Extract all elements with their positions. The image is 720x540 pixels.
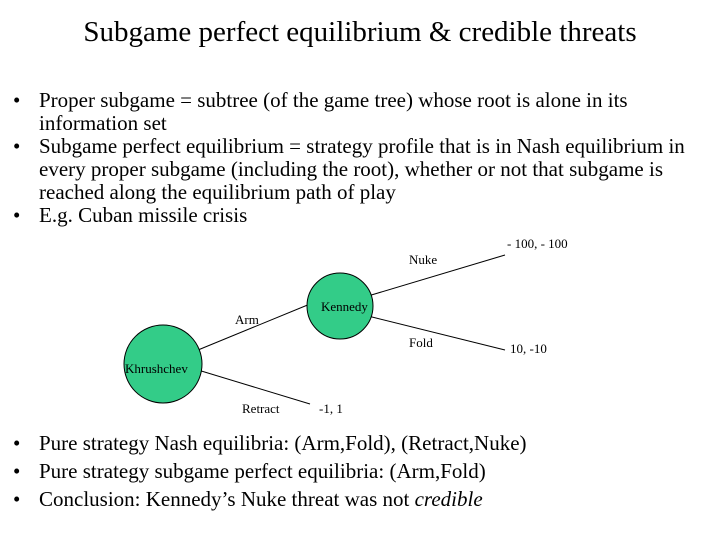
bullet-text: Conclusion: Kennedy’s Nuke threat was no… [39, 487, 415, 511]
top-bullet-list: • Proper subgame = subtree (of the game … [0, 89, 720, 227]
payoff-nuke: - 100, - 100 [507, 236, 568, 251]
bullet-spe-definition: • Subgame perfect equilibrium = strategy… [0, 135, 720, 204]
bullet-text: Pure strategy Nash equilibria: (Arm,Fold… [39, 431, 527, 455]
edge-fold [367, 315, 506, 351]
slide-title: Subgame perfect equilibrium & credible t… [83, 16, 637, 48]
bullet-text: Subgame perfect equilibrium = strategy p… [39, 134, 685, 204]
action-fold-label: Fold [409, 335, 433, 350]
edge-arm [197, 303, 311, 351]
bullet-marker: • [13, 134, 21, 158]
action-retract-label: Retract [242, 401, 280, 416]
bullet-spe-result: • Pure strategy subgame perfect equilibr… [0, 460, 720, 483]
bullet-text: Pure strategy subgame perfect equilibria… [39, 459, 486, 483]
bullet-text: Proper subgame = subtree (of the game tr… [39, 88, 628, 135]
bullet-marker: • [13, 203, 21, 227]
bullet-example: • E.g. Cuban missile crisis [0, 204, 720, 227]
bullet-conclusion: • Conclusion: Kennedy’s Nuke threat was … [0, 488, 720, 511]
bullet-marker: • [13, 459, 21, 483]
bullet-marker: • [13, 88, 21, 112]
payoff-fold: 10, -10 [510, 341, 547, 356]
bullet-marker: • [13, 431, 21, 455]
edge-nuke [367, 254, 506, 297]
credible-emphasis: credible [414, 487, 483, 511]
bottom-bullet-list: • Pure strategy Nash equilibria: (Arm,Fo… [0, 432, 720, 516]
action-nuke-label: Nuke [409, 252, 437, 267]
bullet-text: E.g. Cuban missile crisis [39, 203, 248, 227]
khrushchev-node [123, 324, 203, 404]
bullet-marker: • [13, 487, 21, 511]
bullet-proper-subgame: • Proper subgame = subtree (of the game … [0, 89, 720, 135]
action-arm-label: Arm [235, 312, 259, 327]
kennedy-label: Kennedy [321, 299, 368, 314]
kennedy-node [306, 272, 374, 340]
khrushchev-label: Khrushchev [125, 361, 188, 376]
edge-retract [197, 369, 311, 405]
bullet-nash-equilibria: • Pure strategy Nash equilibria: (Arm,Fo… [0, 432, 720, 455]
payoff-retract: -1, 1 [319, 401, 343, 416]
